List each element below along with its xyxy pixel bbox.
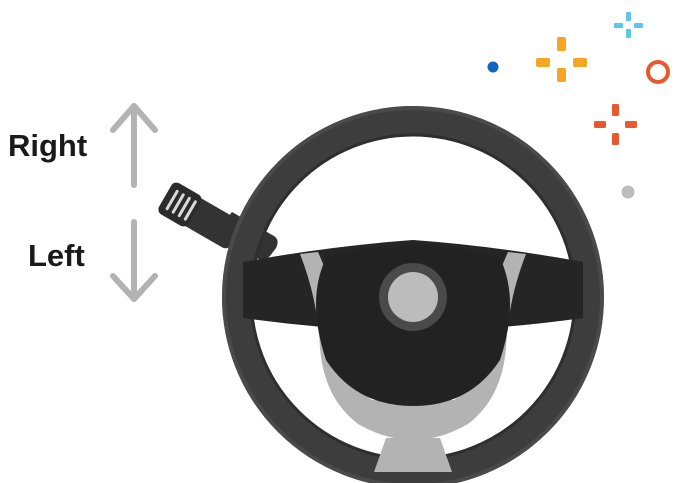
sparkle-red-icon xyxy=(594,104,637,145)
dot-gray-icon xyxy=(621,185,635,199)
arrow-up-icon xyxy=(110,103,158,188)
sparkle-cyan-icon xyxy=(614,12,643,38)
steering-wheel-icon xyxy=(222,106,604,483)
circle-outline-icon xyxy=(646,60,670,84)
arrow-down-icon xyxy=(110,219,158,302)
label-left: Left xyxy=(28,238,85,273)
sparkle-orange-icon xyxy=(536,37,587,82)
label-right: Right xyxy=(8,128,87,163)
dot-blue-icon xyxy=(487,61,499,73)
